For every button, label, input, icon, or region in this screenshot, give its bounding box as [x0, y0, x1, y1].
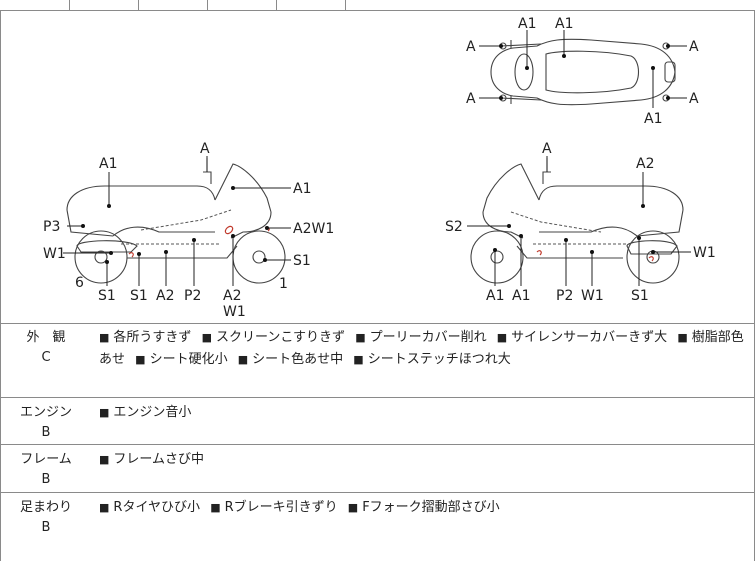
condition-item: Fフォーク摺動部さび小 — [362, 500, 500, 515]
right-label: S2 — [445, 219, 463, 235]
left-label: S1 — [293, 253, 311, 269]
left-label: 6 — [75, 275, 84, 291]
condition-row-exterior: 外 観 C ■各所うすきず ■スクリーンこすりきず ■プーリーカバー削れ ■サイ… — [1, 323, 754, 398]
left-label: A1 — [99, 156, 117, 172]
condition-rows: 外 観 C ■各所うすきず ■スクリーンこすりきず ■プーリーカバー削れ ■サイ… — [0, 323, 755, 561]
bullet-icon: ■ — [99, 406, 110, 419]
condition-item: Rブレーキ引きずり — [224, 500, 338, 515]
top-table-strip — [0, 0, 755, 11]
row-items: ■各所うすきず ■スクリーンこすりきず ■プーリーカバー削れ ■サイレンサーカバ… — [99, 323, 746, 371]
left-side-callouts: A A1 A1 P3 W1 A2W1 S1 6 S1 S1 A2 — [43, 141, 334, 320]
bullet-icon: ■ — [237, 353, 249, 366]
condition-item: 樹脂部色あせ — [99, 330, 744, 367]
top-cell-divider — [276, 0, 277, 10]
condition-item: フレームさび中 — [113, 452, 205, 467]
right-label: A — [542, 141, 552, 157]
condition-item: シート色あせ中 — [252, 352, 344, 367]
bullet-icon: ■ — [135, 353, 146, 366]
left-label: 1 — [279, 276, 288, 292]
category-name: 足まわり — [19, 500, 72, 515]
category-name: エンジン — [19, 405, 72, 420]
bullet-icon: ■ — [99, 331, 110, 344]
right-label: P2 — [556, 288, 573, 304]
bullet-icon: ■ — [347, 501, 359, 514]
condition-item: スクリーンこすりきず — [215, 330, 346, 345]
condition-row-engine: エンジン B ■エンジン音小 — [1, 398, 754, 445]
row-items: ■Rタイヤひび小 ■Rブレーキ引きずり ■Fフォーク摺動部さび小 — [99, 493, 746, 519]
right-side-scooter — [470, 158, 684, 284]
row-items: ■フレームさび中 — [99, 445, 746, 471]
top-label: A1 — [644, 111, 662, 127]
row-category: フレーム B — [1, 445, 91, 490]
left-label: A2 — [156, 288, 174, 304]
row-category: 外 観 C — [1, 323, 91, 368]
right-label: W1 — [581, 288, 604, 304]
left-label: A — [200, 141, 210, 157]
category-grade: B — [41, 520, 51, 535]
left-label: A2W1 — [293, 221, 334, 237]
left-label: W1 — [43, 246, 66, 262]
top-cell-divider — [345, 0, 346, 10]
left-label: P2 — [184, 288, 201, 304]
condition-item: シート硬化小 — [149, 352, 228, 367]
condition-item: プーリーカバー削れ — [369, 330, 487, 345]
right-label: S1 — [631, 288, 649, 304]
top-label: A1 — [518, 16, 536, 32]
category-grade: C — [41, 350, 51, 365]
damage-diagram: A1 A1 A A A A A1 — [43, 16, 716, 320]
condition-item: サイレンサーカバーきず大 — [511, 330, 668, 345]
top-cell-divider — [69, 0, 70, 10]
row-category: 足まわり B — [1, 493, 91, 538]
right-label: A2 — [636, 156, 654, 172]
top-label: A — [466, 91, 476, 107]
left-label: W1 — [223, 304, 246, 320]
left-side-scooter — [66, 158, 286, 284]
right-label: W1 — [693, 245, 716, 261]
condition-item: 各所うすきず — [113, 330, 192, 345]
condition-item: エンジン音小 — [113, 405, 192, 420]
top-view-callouts: A1 A1 A A A A A1 — [466, 16, 699, 127]
category-name: 外 観 — [26, 330, 66, 345]
bullet-icon: ■ — [677, 331, 688, 344]
bullet-icon: ■ — [355, 331, 366, 344]
left-label: S1 — [130, 288, 148, 304]
top-label: A — [689, 39, 699, 55]
left-label: P3 — [43, 219, 60, 235]
left-label: A1 — [293, 181, 311, 197]
left-label: A2 — [223, 288, 241, 304]
condition-row-frame: フレーム B ■フレームさび中 — [1, 445, 754, 493]
right-label: A1 — [486, 288, 504, 304]
bullet-icon: ■ — [353, 353, 364, 366]
right-side-callouts: A A2 S2 W1 A1 A1 P2 W1 S1 — [445, 141, 716, 304]
left-label: S1 — [98, 288, 116, 304]
row-category: エンジン B — [1, 398, 91, 443]
top-label: A — [689, 91, 699, 107]
top-cell-divider — [138, 0, 139, 10]
condition-item: シートステッチほつれ大 — [367, 352, 511, 367]
bullet-icon: ■ — [99, 501, 110, 514]
right-label: A1 — [512, 288, 530, 304]
condition-row-suspension: 足まわり B ■Rタイヤひび小 ■Rブレーキ引きずり ■Fフォーク摺動部さび小 — [1, 493, 754, 561]
condition-item: Rタイヤひび小 — [113, 500, 201, 515]
bullet-icon: ■ — [201, 331, 212, 344]
category-name: フレーム — [20, 452, 72, 467]
top-label: A — [466, 39, 476, 55]
top-label: A1 — [555, 16, 573, 32]
bullet-icon: ■ — [99, 453, 110, 466]
row-items: ■エンジン音小 — [99, 398, 746, 424]
bullet-icon: ■ — [210, 501, 221, 514]
category-grade: B — [41, 425, 51, 440]
top-cell-divider — [207, 0, 208, 10]
top-view-scooter — [490, 38, 676, 106]
bullet-icon: ■ — [496, 331, 508, 344]
damage-diagram-area: A1 A1 A A A A A1 — [0, 10, 755, 324]
category-grade: B — [41, 472, 51, 487]
